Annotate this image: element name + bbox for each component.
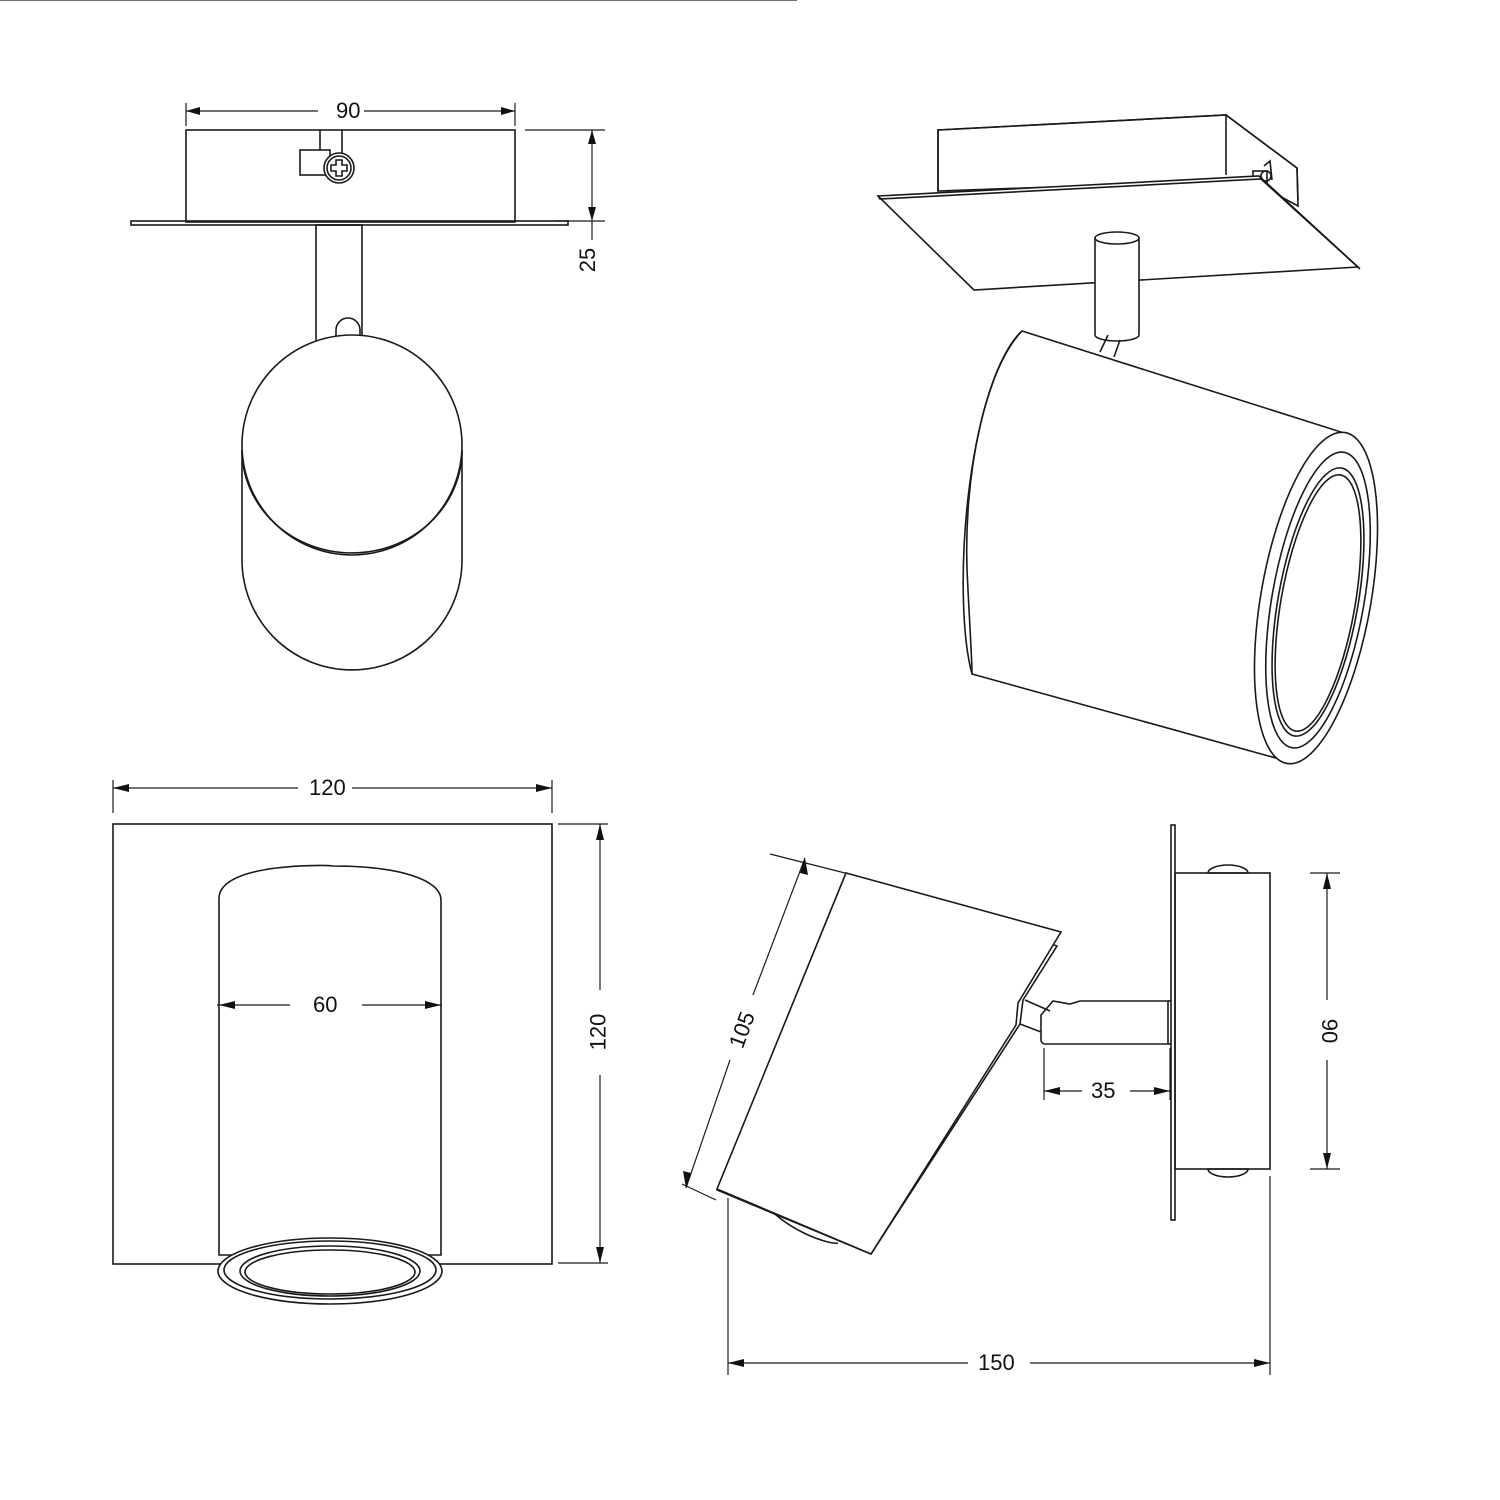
top-view (112, 780, 608, 1305)
dim-top-shade-diameter: 60 (309, 993, 342, 1017)
side-view (0, 0, 1340, 1375)
dim-side-arm-length: 35 (1087, 1079, 1120, 1103)
dim-top-plate-height: 120 (585, 1009, 611, 1055)
dim-front-box-height: 25 (575, 243, 601, 277)
dim-top-plate-width: 120 (305, 776, 350, 800)
dim-side-total-depth: 150 (974, 1351, 1019, 1375)
dim-side-box-height: 90 (1317, 1014, 1342, 1048)
isometric-view (876, 114, 1379, 765)
front-view (130, 103, 605, 671)
dim-front-box-width: 90 (332, 99, 365, 123)
